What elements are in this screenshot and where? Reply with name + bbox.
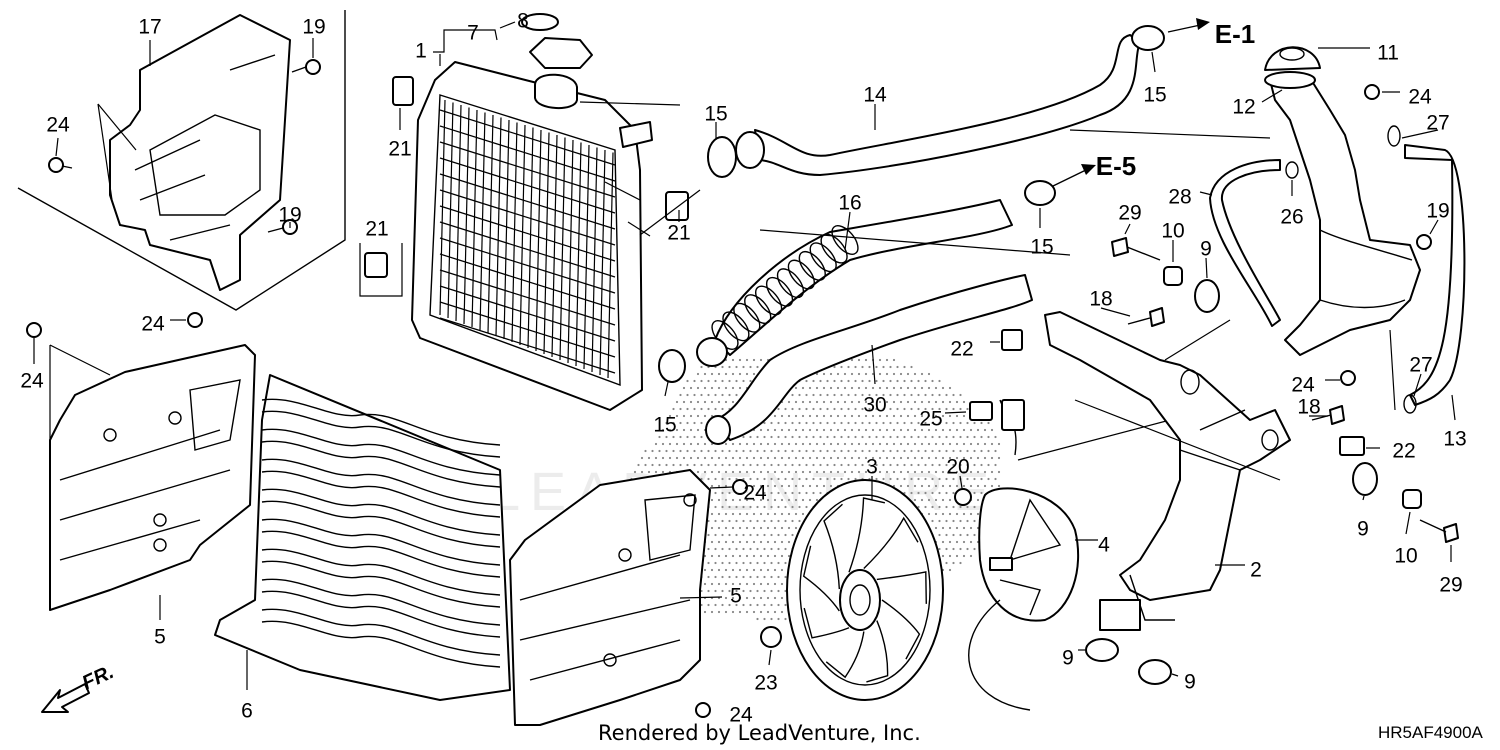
clip-icon: [1001, 329, 1365, 456]
callout-29: 29: [1439, 574, 1462, 597]
callout-24: 24: [141, 313, 165, 336]
hose-14: [735, 34, 1141, 176]
radiator: [411, 13, 681, 411]
callout-15: 15: [1030, 236, 1053, 259]
bolt-icon: [1111, 237, 1459, 543]
callout-15: 15: [1143, 84, 1166, 107]
reference-e-1: E-1: [1215, 19, 1255, 49]
louver-grille: [214, 374, 511, 701]
callout-9: 9: [1200, 238, 1212, 261]
clip-icon: [1285, 125, 1417, 414]
bolt-icon: [48, 59, 321, 235]
nut-icon: [760, 626, 782, 648]
callout-24: 24: [743, 482, 767, 505]
clip-icon: [364, 76, 689, 278]
shroud-bracket-inset: [17, 10, 346, 311]
callout-10: 10: [1394, 545, 1417, 568]
callout-27: 27: [1409, 354, 1432, 377]
callout-18: 18: [1089, 288, 1112, 311]
arrow-right-icon: [1052, 18, 1210, 187]
callout-7: 7: [467, 22, 479, 45]
diagram-code: HR5AF4900A: [1378, 723, 1484, 742]
callout-12: 12: [1232, 96, 1255, 119]
hose-clamp-icon: [658, 25, 1165, 383]
hose-30: [705, 274, 1033, 445]
callout-5: 5: [154, 626, 166, 649]
callout-8: 8: [517, 10, 529, 33]
callout-17: 17: [138, 16, 161, 39]
callout-28: 28: [1168, 186, 1191, 209]
callout-19: 19: [1426, 200, 1449, 223]
callout-24: 24: [1291, 374, 1315, 397]
reserve-tank: [1069, 46, 1466, 411]
callout-3: 3: [866, 456, 878, 479]
hose-16: [696, 199, 1013, 367]
callout-14: 14: [863, 84, 887, 107]
callout-20: 20: [946, 456, 969, 479]
callout-30: 30: [863, 394, 886, 417]
shroud-center: [509, 469, 748, 726]
front-arrow-icon: [41, 683, 90, 713]
cooling-fan: [786, 476, 944, 701]
connector-icon: [954, 399, 1025, 506]
callout-24: 24: [1408, 86, 1432, 109]
bolt-icon: [1340, 84, 1432, 386]
callout-6: 6: [241, 700, 253, 723]
callout-22: 22: [950, 338, 973, 361]
callout-19: 19: [302, 16, 325, 39]
callout-24: 24: [729, 704, 753, 727]
radiator-mount-bracket: [1044, 311, 1291, 631]
callout-9: 9: [1357, 518, 1369, 541]
callout-15: 15: [653, 414, 676, 437]
callout-26: 26: [1280, 206, 1303, 229]
callout-15: 15: [704, 103, 727, 126]
callout-25: 25: [919, 408, 942, 431]
callout-21: 21: [388, 138, 411, 161]
callout-18: 18: [1297, 396, 1320, 419]
collar-icon: [1163, 266, 1422, 509]
callout-21: 21: [365, 218, 388, 241]
callout-27: 27: [1426, 112, 1449, 135]
callout-1: 1: [415, 40, 427, 63]
callout-10: 10: [1161, 220, 1184, 243]
callout-24: 24: [20, 370, 44, 393]
callout-19: 19: [278, 204, 301, 227]
callout-4: 4: [1098, 534, 1110, 557]
bolt-icon: [26, 312, 203, 338]
callout-9: 9: [1184, 671, 1196, 694]
callout-13: 13: [1443, 428, 1466, 451]
shroud-left: [26, 312, 256, 620]
reference-e-5: E-5: [1096, 151, 1136, 181]
callout-16: 16: [838, 192, 861, 215]
callout-11: 11: [1377, 42, 1399, 65]
callout-22: 22: [1392, 440, 1415, 463]
callout-9: 9: [1062, 647, 1074, 670]
credit-text: Rendered by LeadVenture, Inc.: [598, 721, 921, 745]
callout-21: 21: [667, 222, 690, 245]
callout-29: 29: [1118, 202, 1141, 225]
callout-23: 23: [754, 672, 777, 695]
callout-2: 2: [1250, 559, 1262, 582]
callout-5: 5: [730, 585, 742, 608]
reference-layer: E-1E-5: [1096, 19, 1255, 181]
rubber-mount-icon: [1085, 279, 1378, 685]
callout-24: 24: [46, 114, 70, 137]
